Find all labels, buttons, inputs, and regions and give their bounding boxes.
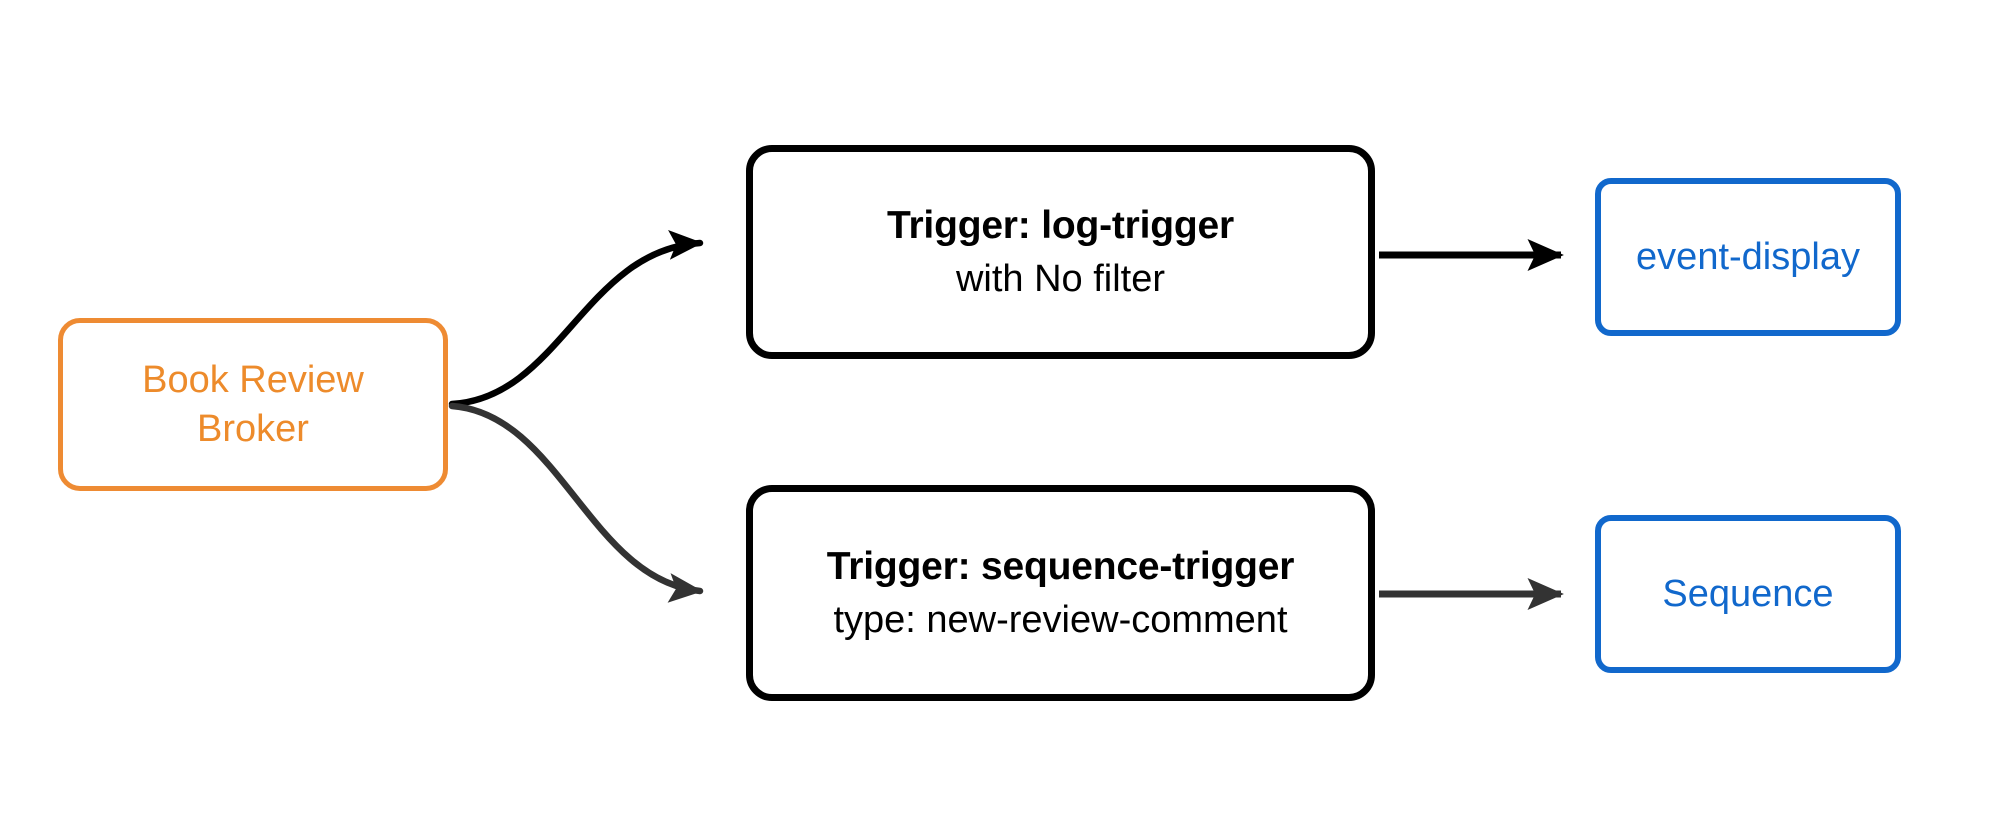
broker-label-line-1: Book Review bbox=[142, 358, 364, 401]
edge-broker-to-sequence-trigger bbox=[448, 402, 704, 603]
node-sequence[interactable]: Sequence bbox=[1595, 515, 1901, 673]
sequence-trigger-subtitle: type: new-review-comment bbox=[833, 598, 1288, 641]
node-book-review-broker[interactable]: Book Review Broker bbox=[58, 318, 448, 491]
node-log-trigger[interactable]: Trigger: log-trigger with No filter bbox=[746, 145, 1375, 359]
sequence-trigger-title: Trigger: sequence-trigger bbox=[826, 544, 1295, 588]
node-event-display[interactable]: event-display bbox=[1595, 178, 1901, 336]
event-display-label: event-display bbox=[1636, 235, 1860, 278]
edge-broker-to-log-trigger bbox=[448, 230, 704, 408]
broker-label-line-2: Broker bbox=[197, 407, 309, 450]
sequence-label: Sequence bbox=[1662, 572, 1834, 615]
log-trigger-subtitle: with No filter bbox=[955, 257, 1166, 300]
log-trigger-title: Trigger: log-trigger bbox=[886, 203, 1234, 247]
node-sequence-trigger[interactable]: Trigger: sequence-trigger type: new-revi… bbox=[746, 485, 1375, 701]
